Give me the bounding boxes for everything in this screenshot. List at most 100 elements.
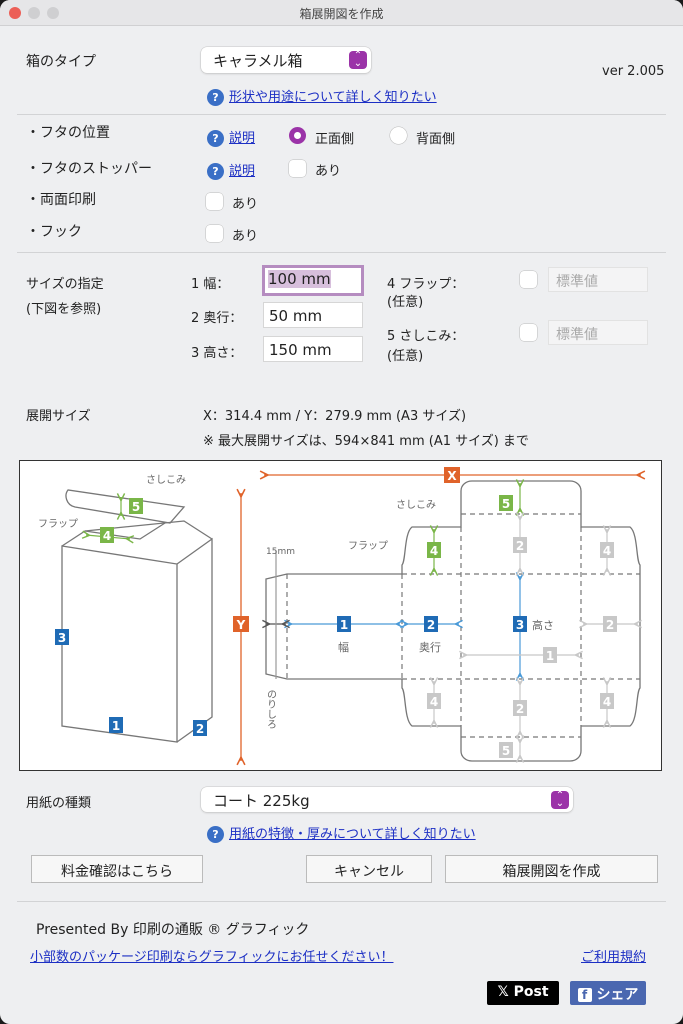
- lid-stopper-label: ・フタのストッパー: [26, 161, 152, 177]
- marker-box: [100, 527, 114, 543]
- marker-3: 3: [58, 631, 66, 645]
- lid-position-help-link[interactable]: 説明: [229, 131, 256, 146]
- radio-back[interactable]: [390, 127, 407, 144]
- title-bar: 箱展開図を作成: [0, 0, 683, 26]
- marker-box: [600, 693, 614, 709]
- marker-4: 4: [103, 529, 111, 543]
- height-label: 3 高さ：: [191, 346, 243, 361]
- marker-3: 3: [516, 618, 524, 632]
- facebook-share-button[interactable]: f シェア: [570, 981, 646, 1005]
- lid-stopper-help-link[interactable]: 説明: [229, 164, 256, 179]
- paper-type-select[interactable]: コート 225kg ⌃⌄: [201, 787, 573, 812]
- marker-box: [513, 537, 527, 553]
- tuck-label-3d: さしこみ: [146, 474, 186, 486]
- marker-1: 1: [112, 719, 120, 733]
- x-label: X: [447, 469, 457, 483]
- depth-input[interactable]: 50 mm: [263, 302, 363, 328]
- marker-1: 1: [546, 649, 554, 663]
- lid-stopper-help[interactable]: ? 説明: [207, 160, 255, 180]
- marker-box: [193, 720, 207, 736]
- depth-diagram-label: 奥行: [419, 640, 441, 654]
- lid-position-help[interactable]: ? 説明: [207, 127, 255, 147]
- paper-help[interactable]: ?用紙の特徴・厚みについて詳しく知りたい: [207, 823, 476, 843]
- unfold-size-note: ※ 最大展開サイズは、594×841 mm (A1 サイズ) まで: [203, 434, 529, 449]
- divider: [17, 252, 666, 253]
- marker-4: 4: [430, 544, 438, 558]
- box-type-help[interactable]: ? 形状や用途について詳しく知りたい: [207, 86, 437, 106]
- marker-box: [427, 693, 441, 709]
- x-post-button[interactable]: 𝕏 Post: [487, 981, 559, 1005]
- depth-label: 2 奥行：: [191, 311, 243, 326]
- marker-2: 2: [196, 722, 204, 736]
- marker-box: [499, 742, 513, 758]
- box-type-label: 箱のタイプ: [26, 54, 96, 70]
- terms-link[interactable]: ご利用規約: [581, 950, 647, 965]
- help-icon: ?: [207, 89, 224, 106]
- help-icon: ?: [207, 130, 224, 147]
- marker-box: [129, 498, 143, 514]
- unfold-size-value: X：314.4 mm / Y：279.9 mm (A3 サイズ): [203, 409, 467, 424]
- hook-checkbox-label: あり: [232, 229, 259, 244]
- lid-stopper-checkbox[interactable]: [289, 160, 306, 177]
- divider: [17, 114, 666, 115]
- tuck-checkbox[interactable]: [520, 324, 537, 341]
- height-diagram-label: 高さ: [532, 618, 554, 632]
- close-button[interactable]: [9, 7, 21, 19]
- size-label: サイズの指定: [26, 277, 104, 292]
- y-label: Y: [236, 618, 246, 632]
- hook-checkbox[interactable]: [206, 225, 223, 242]
- diagram-svg: X Y: [38, 467, 660, 769]
- stepper-icon: ⌃⌄: [551, 791, 569, 809]
- flap-optional: (任意): [387, 295, 424, 310]
- marker-box: [337, 616, 351, 632]
- double-print-label: ・両面印刷: [26, 192, 96, 208]
- lid-position-label: ・フタの位置: [26, 125, 110, 141]
- box-type-help-link[interactable]: 形状や用途について詳しく知りたい: [229, 90, 437, 105]
- marker-2: 2: [516, 539, 524, 553]
- height-input[interactable]: 150 mm: [263, 336, 363, 362]
- tuck-optional: (任意): [387, 349, 424, 364]
- marker-4: 4: [603, 544, 611, 558]
- create-button[interactable]: 箱展開図を作成: [445, 855, 658, 883]
- width-diagram-label: 幅: [338, 641, 349, 654]
- x-logo-icon: 𝕏: [497, 984, 509, 1000]
- promo-link[interactable]: 小部数のパッケージ印刷ならグラフィックにお任せください！: [30, 950, 394, 965]
- stepper-icon: ⌃⌄: [349, 51, 367, 69]
- presented-by: Presented By 印刷の通販 ® グラフィック: [36, 922, 310, 938]
- hook-label: ・フック: [26, 224, 82, 240]
- glue-label: のりしろ: [265, 689, 277, 729]
- x-post-label: Post: [513, 984, 549, 1000]
- diagram-labels: さしこみ フラップ さしこみ フラップ 15mm のりしろ 幅 奥行 高さ: [38, 474, 554, 729]
- box-type-value: キャラメル箱: [213, 52, 303, 70]
- divider: [17, 901, 666, 902]
- box-type-select[interactable]: キャラメル箱 ⌃⌄: [201, 47, 371, 73]
- paper-type-value: コート 225kg: [213, 792, 310, 810]
- marker-4: 4: [430, 695, 438, 709]
- zoom-button[interactable]: [47, 7, 59, 19]
- tuck-input[interactable]: 標準値: [548, 320, 648, 345]
- facebook-share-label: シェア: [596, 987, 639, 1003]
- tuck-label-net: さしこみ: [396, 499, 436, 511]
- flap-checkbox[interactable]: [520, 271, 537, 288]
- window-title: 箱展開図を作成: [299, 7, 384, 21]
- width-input[interactable]: 100 mm: [262, 265, 364, 296]
- price-check-button[interactable]: 料金確認はこちら: [31, 855, 203, 883]
- flap-label-net: フラップ: [348, 540, 388, 552]
- marker-2: 2: [606, 618, 614, 632]
- glue-width-label: 15mm: [266, 547, 295, 557]
- marker-box: [427, 542, 441, 558]
- cancel-button[interactable]: キャンセル: [306, 855, 432, 883]
- double-print-checkbox[interactable]: [206, 193, 223, 210]
- help-icon: ?: [207, 163, 224, 180]
- paper-help-link[interactable]: 用紙の特徴・厚みについて詳しく知りたい: [229, 827, 476, 842]
- radio-front[interactable]: [289, 127, 306, 144]
- flap-input[interactable]: 標準値: [548, 267, 648, 292]
- marker-box: [513, 700, 527, 716]
- radio-back-label: 背面側: [416, 132, 456, 147]
- marker-box: [513, 616, 527, 632]
- version-label: ver 2.005: [602, 64, 665, 79]
- x-label-box: [444, 467, 460, 483]
- y-label-box: [233, 616, 249, 632]
- minimize-button[interactable]: [28, 7, 40, 19]
